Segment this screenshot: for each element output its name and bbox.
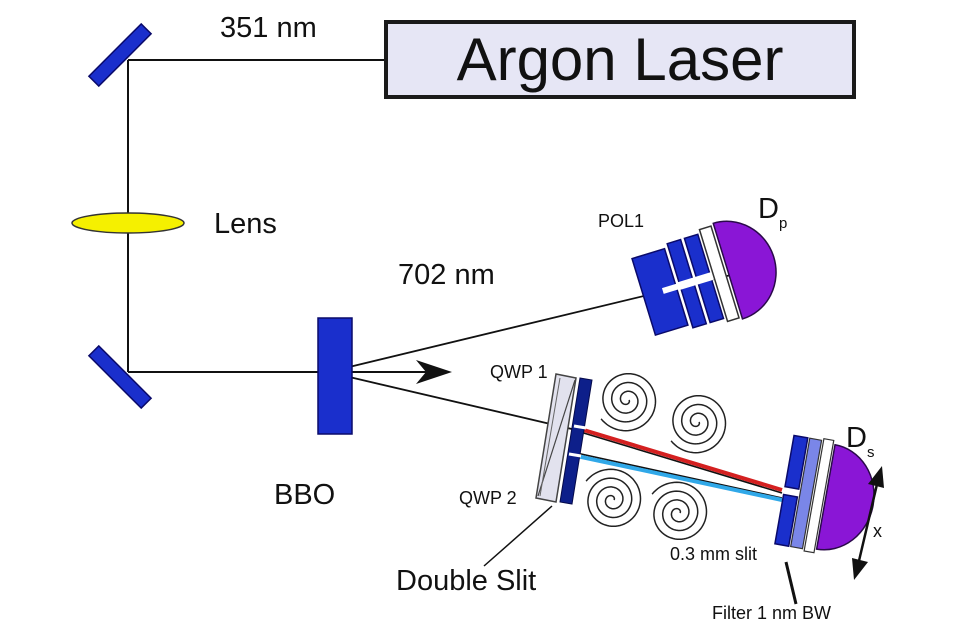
filter-leader [784,561,798,605]
arrow-head-top [868,466,884,488]
bottom-mirror [87,344,153,410]
blue-path [571,453,783,502]
qwp-assembly [535,373,593,505]
qwp-divider [537,379,576,497]
double-slit-leader [483,505,553,567]
beam-arrowhead [416,360,452,384]
spiral-1 [600,372,657,432]
slit-width-label: 0.3 mm slit [670,544,758,564]
qwp-edge [539,377,561,497]
pol1-label: POL1 [598,211,645,231]
bbo-label: BBO [274,479,336,511]
slit-block-upper [784,434,809,490]
translation-x-label: x [873,521,882,541]
upper-slit-beam [576,430,783,494]
qwp2-label: QWP 2 [459,488,517,508]
spiral-decorations [585,372,727,541]
lens [71,212,185,234]
detector-s-label: Ds [846,422,875,461]
lower-conversion-beam [344,375,577,431]
lens-label: Lens [214,208,277,240]
lower-slit-beam [571,451,783,499]
spiral-2 [670,394,727,454]
detector-p-window [698,225,740,323]
arrow-head-bottom [852,558,868,580]
argon-laser-box: Argon Laser [384,20,856,99]
filter-plate [789,437,823,550]
qwp1-label: QWP 1 [490,362,548,382]
wavelength-702-label: 702 nm [398,259,495,291]
spiral-4 [651,481,708,541]
double-slit-label: Double Slit [396,565,537,597]
slit-opening-lower [568,452,582,458]
detector-p [712,220,777,320]
laser-title: Argon Laser [456,25,784,93]
slit-opening-upper [573,424,587,430]
translation-arrow [852,466,884,580]
detector-p-assembly [631,220,777,337]
wavelength-351-label: 351 nm [220,12,317,44]
spiral-3 [585,468,642,528]
double-slit-plate [559,377,593,505]
detector-p-label: Dp [758,193,788,232]
filter-label: Filter 1 nm BW [712,603,832,623]
top-mirror [87,22,153,88]
pol1-slot [676,271,716,291]
red-path [576,426,783,492]
slit-block-lower [774,493,799,548]
bbo-crystal [317,317,353,435]
detector-s-window [803,437,835,554]
